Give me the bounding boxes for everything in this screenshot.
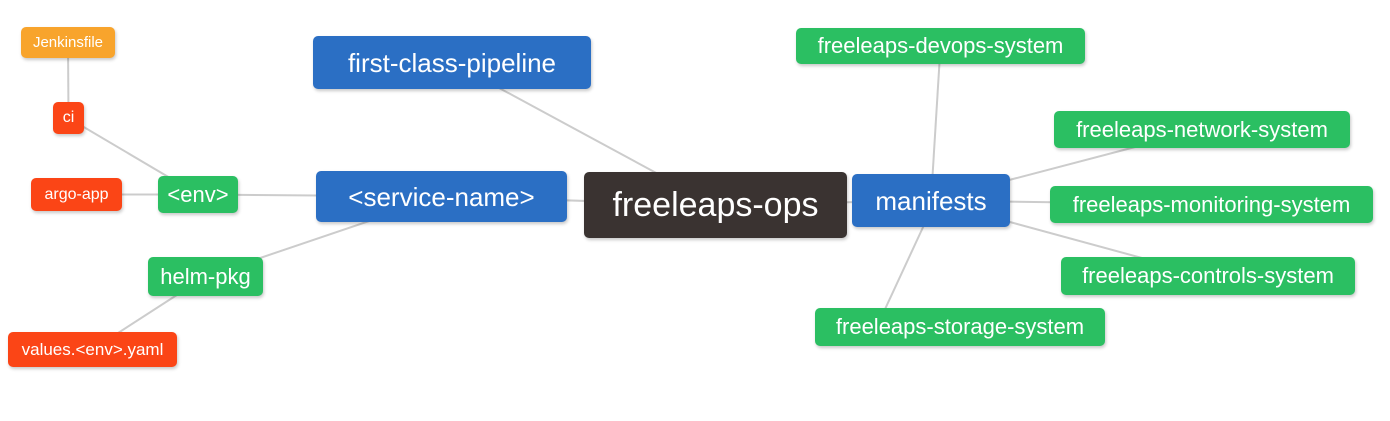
node-jenkinsfile[interactable]: Jenkinsfile xyxy=(21,27,115,58)
node-monitoring-system[interactable]: freeleaps-monitoring-system xyxy=(1050,186,1373,223)
edge-manifests-storage-system xyxy=(879,209,932,321)
node-manifests[interactable]: manifests xyxy=(852,174,1010,227)
node-controls-system[interactable]: freeleaps-controls-system xyxy=(1061,257,1355,295)
node-network-system[interactable]: freeleaps-network-system xyxy=(1054,111,1350,148)
node-devops-system[interactable]: freeleaps-devops-system xyxy=(796,28,1085,64)
node-storage-system[interactable]: freeleaps-storage-system xyxy=(815,308,1105,346)
node-helm-pkg[interactable]: helm-pkg xyxy=(148,257,263,296)
node-argo-app[interactable]: argo-app xyxy=(31,178,122,211)
node-first-class-pipeline[interactable]: first-class-pipeline xyxy=(313,36,591,89)
node-env[interactable]: <env> xyxy=(158,176,238,213)
node-freeleaps-ops[interactable]: freeleaps-ops xyxy=(584,172,847,238)
node-ci[interactable]: ci xyxy=(53,102,84,134)
node-values-env-yaml[interactable]: values.<env>.yaml xyxy=(8,332,177,367)
node-service-name[interactable]: <service-name> xyxy=(316,171,567,222)
